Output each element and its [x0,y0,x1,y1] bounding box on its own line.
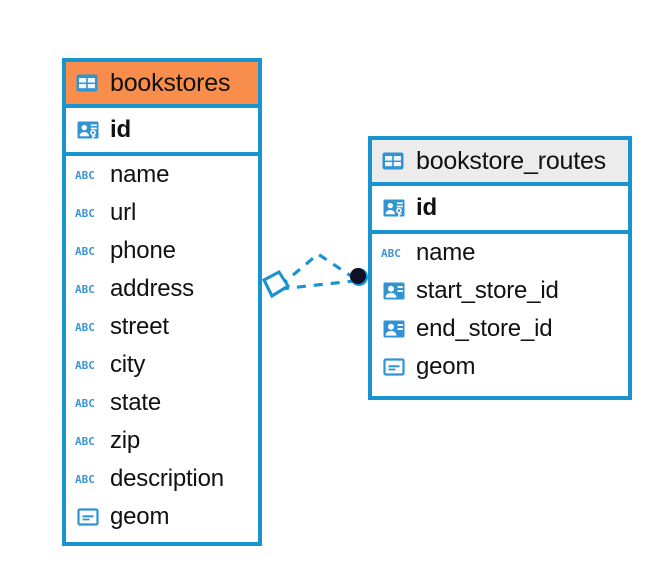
text-field-icon: ABC [75,169,95,182]
svg-text:ABC: ABC [381,247,401,260]
field-row-description[interactable]: ABC description [66,460,258,498]
geometry-field-icon [383,358,405,376]
entity-header[interactable]: bookstore_routes [372,140,628,186]
field-label: street [110,313,169,340]
field-label: geom [110,503,170,530]
text-field-icon: ABC [75,473,95,486]
svg-text:ABC: ABC [75,169,95,182]
field-label: end_store_id [416,315,553,342]
primary-key-icon [77,121,99,139]
field-label: phone [110,237,176,264]
text-field-icon: ABC [75,321,95,334]
field-row-geom[interactable]: geom [66,498,258,536]
foreign-key-icon [383,320,405,338]
field-row-id[interactable]: id [372,186,628,230]
field-row-id[interactable]: id [66,108,258,152]
field-row-name[interactable]: ABC name [372,234,628,272]
field-label: name [416,239,476,266]
text-field-icon: ABC [75,397,95,410]
field-row-geom[interactable]: geom [372,348,628,386]
field-row-start-store-id[interactable]: start_store_id [372,272,628,310]
field-label: name [110,161,170,188]
relationship-line-lower [279,279,355,291]
svg-text:ABC: ABC [75,207,95,220]
relationship-line-upper [278,252,355,288]
svg-text:ABC: ABC [75,321,95,334]
entity-title: bookstores [110,68,231,97]
primary-key-icon [383,199,405,217]
field-row-phone[interactable]: ABC phone [66,232,258,270]
svg-text:ABC: ABC [75,473,95,486]
entity-table-bookstore-routes[interactable]: bookstore_routes id ABC [368,136,632,400]
table-icon [382,152,404,170]
field-label: start_store_id [416,277,559,304]
foreign-key-icon [383,282,405,300]
diamond-marker [262,270,291,299]
field-row-url[interactable]: ABC url [66,194,258,232]
primary-key-section: id [372,186,628,234]
field-row-name[interactable]: ABC name [66,156,258,194]
text-field-icon: ABC [75,359,95,372]
field-row-address[interactable]: ABC address [66,270,258,308]
field-row-zip[interactable]: ABC zip [66,422,258,460]
text-field-icon: ABC [75,207,95,220]
geometry-field-icon [77,508,99,526]
text-field-icon: ABC [75,245,95,258]
field-list: ABC name ABC url ABC phone ABC ad [66,156,258,536]
field-label: city [110,351,146,378]
svg-text:ABC: ABC [75,245,95,258]
table-icon [76,74,98,92]
field-row-street[interactable]: ABC street [66,308,258,346]
field-row-city[interactable]: ABC city [66,346,258,384]
svg-text:ABC: ABC [75,283,95,296]
entity-header[interactable]: bookstores [66,62,258,108]
field-row-end-store-id[interactable]: end_store_id [372,310,628,348]
field-label: zip [110,427,141,454]
text-field-icon: ABC [75,435,95,448]
entity-table-bookstores[interactable]: bookstores id ABC [62,58,262,546]
text-field-icon: ABC [75,283,95,296]
primary-key-section: id [66,108,258,156]
svg-text:ABC: ABC [75,359,95,372]
field-label: address [110,275,194,302]
filled-circle-marker [350,268,368,286]
svg-text:ABC: ABC [75,397,95,410]
field-label: state [110,389,162,416]
entity-title: bookstore_routes [416,146,606,175]
field-label: description [110,465,224,492]
field-label: geom [416,353,476,380]
field-label: id [416,194,437,221]
field-list: ABC name start_store_id [372,234,628,386]
field-row-state[interactable]: ABC state [66,384,258,422]
field-label: id [110,116,131,143]
svg-text:ABC: ABC [75,435,95,448]
text-field-icon: ABC [381,247,401,260]
field-label: url [110,199,137,226]
